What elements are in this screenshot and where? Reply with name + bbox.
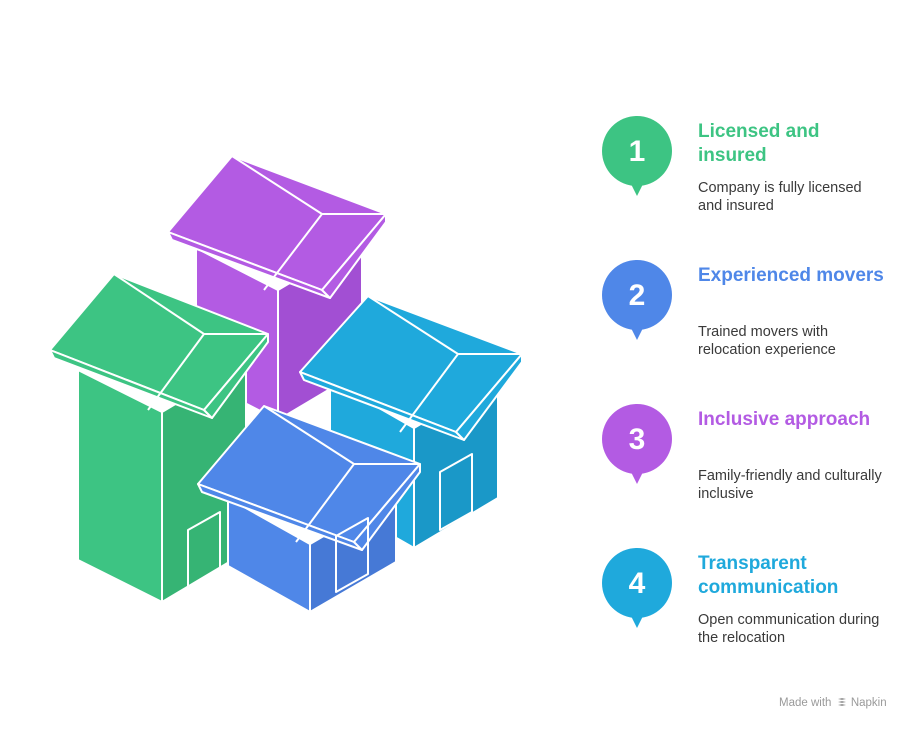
feature-description: Open communication during the relocation bbox=[698, 612, 880, 646]
houses-illustration bbox=[49, 155, 523, 613]
footer-credit: Made with Napkin bbox=[779, 697, 887, 709]
location-pin-icon bbox=[602, 116, 672, 196]
feature-title: Transparent communication bbox=[698, 553, 839, 598]
location-pin-icon bbox=[602, 260, 672, 340]
step-number: 1 bbox=[628, 135, 646, 168]
step-number: 4 bbox=[628, 567, 646, 600]
feature-description: Company is fully licensed and insured bbox=[698, 180, 862, 214]
feature-description: Trained movers with relocation experienc… bbox=[698, 324, 836, 358]
brand-label: Napkin bbox=[850, 697, 887, 709]
made-with-label: Made with bbox=[779, 697, 832, 709]
house-blue bbox=[197, 405, 421, 613]
step-number: 3 bbox=[628, 423, 646, 456]
location-pin-icon bbox=[602, 404, 672, 484]
step-number: 2 bbox=[628, 279, 646, 312]
feature-title: Experienced movers bbox=[698, 265, 884, 286]
feature-title: Inclusive approach bbox=[698, 409, 871, 430]
location-pin-icon bbox=[602, 548, 672, 628]
feature-description: Family-friendly and culturally inclusive bbox=[698, 468, 882, 502]
napkin-logo-icon bbox=[837, 698, 846, 706]
feature-title: Licensed and insured bbox=[698, 121, 820, 166]
